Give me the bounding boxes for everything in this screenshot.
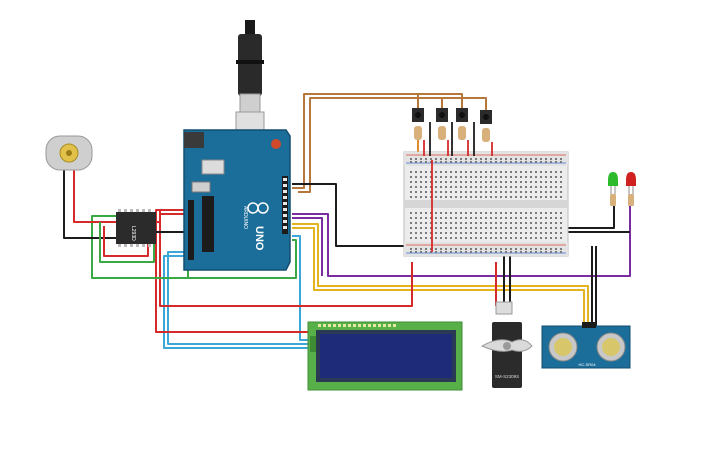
pushbutton[interactable] bbox=[456, 108, 468, 122]
resistor[interactable] bbox=[458, 126, 466, 140]
servo-label: SM-S2309S bbox=[495, 374, 519, 379]
resistor[interactable] bbox=[482, 128, 490, 142]
servo-motor[interactable]: SM-S2309S bbox=[480, 301, 533, 388]
wire-brown bbox=[404, 93, 463, 110]
wire-blue bbox=[292, 235, 312, 341]
motor-driver-ic[interactable]: L293D bbox=[116, 209, 156, 247]
power-header bbox=[188, 200, 194, 260]
wire-purple bbox=[292, 217, 323, 276]
wire-blue bbox=[163, 255, 312, 349]
dc-motor[interactable] bbox=[45, 135, 93, 171]
arduino-uno[interactable]: ARDUINO UNO bbox=[183, 129, 291, 271]
wire-red bbox=[154, 209, 196, 223]
breadboard-holes bbox=[410, 158, 562, 253]
resistor[interactable] bbox=[610, 194, 616, 206]
wire-green bbox=[188, 239, 297, 279]
wire-black bbox=[63, 170, 120, 239]
ultrasonic-transducer bbox=[596, 332, 626, 362]
usb-port bbox=[201, 159, 225, 175]
usb-cable bbox=[235, 20, 265, 137]
lcd-display[interactable] bbox=[307, 321, 463, 391]
wire-red bbox=[103, 226, 149, 257]
lcd-pins bbox=[318, 324, 396, 327]
wire-red bbox=[73, 170, 120, 223]
wires bbox=[63, 93, 631, 349]
wire-red bbox=[159, 213, 413, 307]
pushbutton[interactable] bbox=[436, 108, 448, 122]
arduino-brand-text: ARDUINO bbox=[242, 206, 248, 229]
motor-driver-label: L293D bbox=[130, 226, 136, 241]
pushbutton[interactable] bbox=[412, 108, 424, 122]
wire-black bbox=[292, 183, 412, 247]
atmega-chip bbox=[202, 196, 214, 252]
wire-brown bbox=[442, 97, 487, 112]
wire-yellow bbox=[292, 227, 585, 328]
wire-blue bbox=[167, 251, 312, 345]
header-pins bbox=[283, 178, 287, 229]
ultrasonic-transducer bbox=[548, 332, 578, 362]
pushbutton-group bbox=[412, 108, 493, 252]
resistor[interactable] bbox=[414, 126, 422, 140]
led-group bbox=[608, 172, 636, 206]
breadboard[interactable] bbox=[403, 151, 569, 257]
ultrasonic-label: HC-SR04 bbox=[578, 362, 596, 367]
wire-green bbox=[99, 222, 155, 263]
wire-brown bbox=[298, 97, 443, 193]
arduino-logo bbox=[247, 202, 269, 214]
reset-button bbox=[271, 139, 281, 149]
wire-yellow bbox=[292, 223, 589, 328]
dc-jack bbox=[184, 132, 204, 148]
arduino-model-text: UNO bbox=[253, 226, 265, 251]
pushbutton[interactable] bbox=[480, 110, 492, 124]
arduino-pcb bbox=[183, 129, 291, 271]
ultrasonic-sensor[interactable]: HC-SR04 bbox=[541, 322, 631, 369]
wire-purple bbox=[292, 206, 631, 277]
resistor[interactable] bbox=[438, 126, 446, 140]
wire-brown bbox=[292, 93, 419, 189]
resistor[interactable] bbox=[628, 194, 634, 206]
